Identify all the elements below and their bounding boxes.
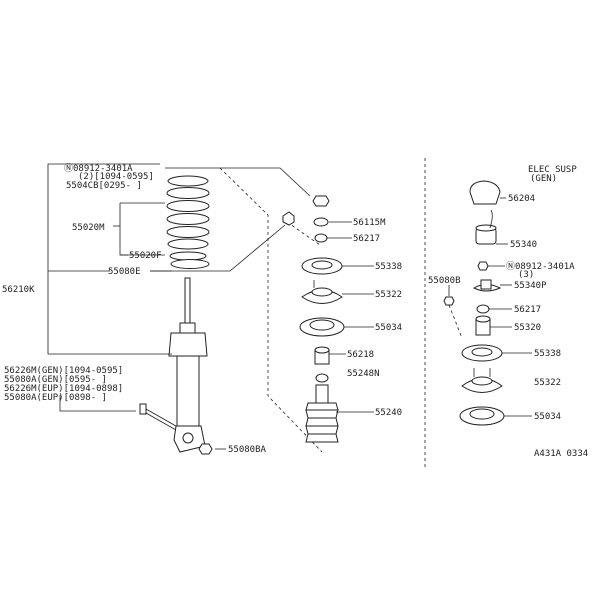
label-shock-line-4: 55080A(EUP)[0898- ] — [4, 393, 107, 403]
label-r-actuator: 55340 — [510, 240, 537, 250]
label-insulator: 55338 — [375, 262, 402, 272]
label-diagram-code: A431A 0334 — [534, 449, 588, 459]
actuator-nut — [477, 261, 489, 271]
label-spring: 55020M — [72, 223, 105, 233]
label-strut-assy: 56210K — [2, 285, 35, 295]
actuator-cap — [469, 180, 501, 205]
label-mount-base: 55034 — [375, 323, 402, 333]
label-r-mount: 55322 — [534, 378, 561, 388]
washer-r56217 — [476, 304, 490, 314]
upper-insulator — [301, 257, 343, 275]
strut-mount — [301, 280, 343, 304]
r-mount-base — [459, 406, 505, 426]
bracket-55340p — [472, 279, 502, 292]
label-elec-title-2: (GEN) — [530, 174, 557, 184]
strut-shock-absorber — [168, 277, 208, 453]
top-nut — [312, 195, 330, 207]
washer-56115m — [313, 217, 329, 227]
label-r-bolt: 55080B — [428, 276, 461, 286]
lower-mount-bolt — [139, 403, 177, 431]
dust-boot — [305, 384, 339, 443]
side-bolt — [443, 296, 455, 306]
mount-base — [299, 317, 345, 337]
coil-spring — [166, 175, 210, 250]
label-bolt-note-1: Ⓝ08912-3401A — [64, 163, 133, 174]
label-bound-bumper: 55248N — [347, 369, 380, 379]
washer-56217 — [314, 233, 328, 243]
label-shock-line-3: 56226M(EUP)[1094-0898] — [4, 384, 123, 394]
label-r-mount-base: 55034 — [534, 412, 561, 422]
label-bushing: 56218 — [347, 350, 374, 360]
label-r-actuator-cap: 56204 — [508, 194, 535, 204]
label-elec-title-1: ELEC SUSP — [528, 165, 577, 175]
bound-bumper-ring — [315, 373, 329, 383]
label-dust-boot: 55240 — [375, 408, 402, 418]
label-shock-line-1: 56226M(GEN)[1094-0595] — [4, 366, 123, 376]
bushing-55320 — [475, 315, 491, 336]
label-mount: 55322 — [375, 290, 402, 300]
bushing — [314, 346, 330, 365]
label-spring-seat-lower: 55080E — [108, 267, 141, 277]
label-shock-line-2: 55080A(GEN)[0595- ] — [4, 375, 107, 385]
r-insulator — [461, 344, 503, 362]
label-spring-seat-upper: 55020F — [129, 251, 162, 261]
label-r-insulator: 55338 — [534, 349, 561, 359]
label-nut: 56115M — [353, 218, 386, 228]
label-bolt-note-3: 5504CB[0295- ] — [66, 181, 142, 191]
r-mount — [461, 368, 503, 393]
lower-nut — [198, 443, 213, 455]
label-washer: 56217 — [353, 234, 380, 244]
label-r-washer: 56217 — [514, 305, 541, 315]
label-r-nut-note-2: (3) — [518, 270, 534, 280]
actuator — [475, 209, 497, 245]
label-r-bushing: 55320 — [514, 323, 541, 333]
spring-seat-lower — [170, 259, 210, 269]
label-lower-bolt: 55080BA — [228, 445, 267, 455]
label-bolt-note-2: (2)[1094-0595] — [78, 172, 154, 182]
label-r-nut-note-1: Ⓝ08912-3401A — [506, 261, 575, 272]
label-r-bracket: 55340P — [514, 281, 547, 291]
strut-top-nut — [282, 211, 295, 226]
spring-seat-upper — [169, 251, 207, 261]
